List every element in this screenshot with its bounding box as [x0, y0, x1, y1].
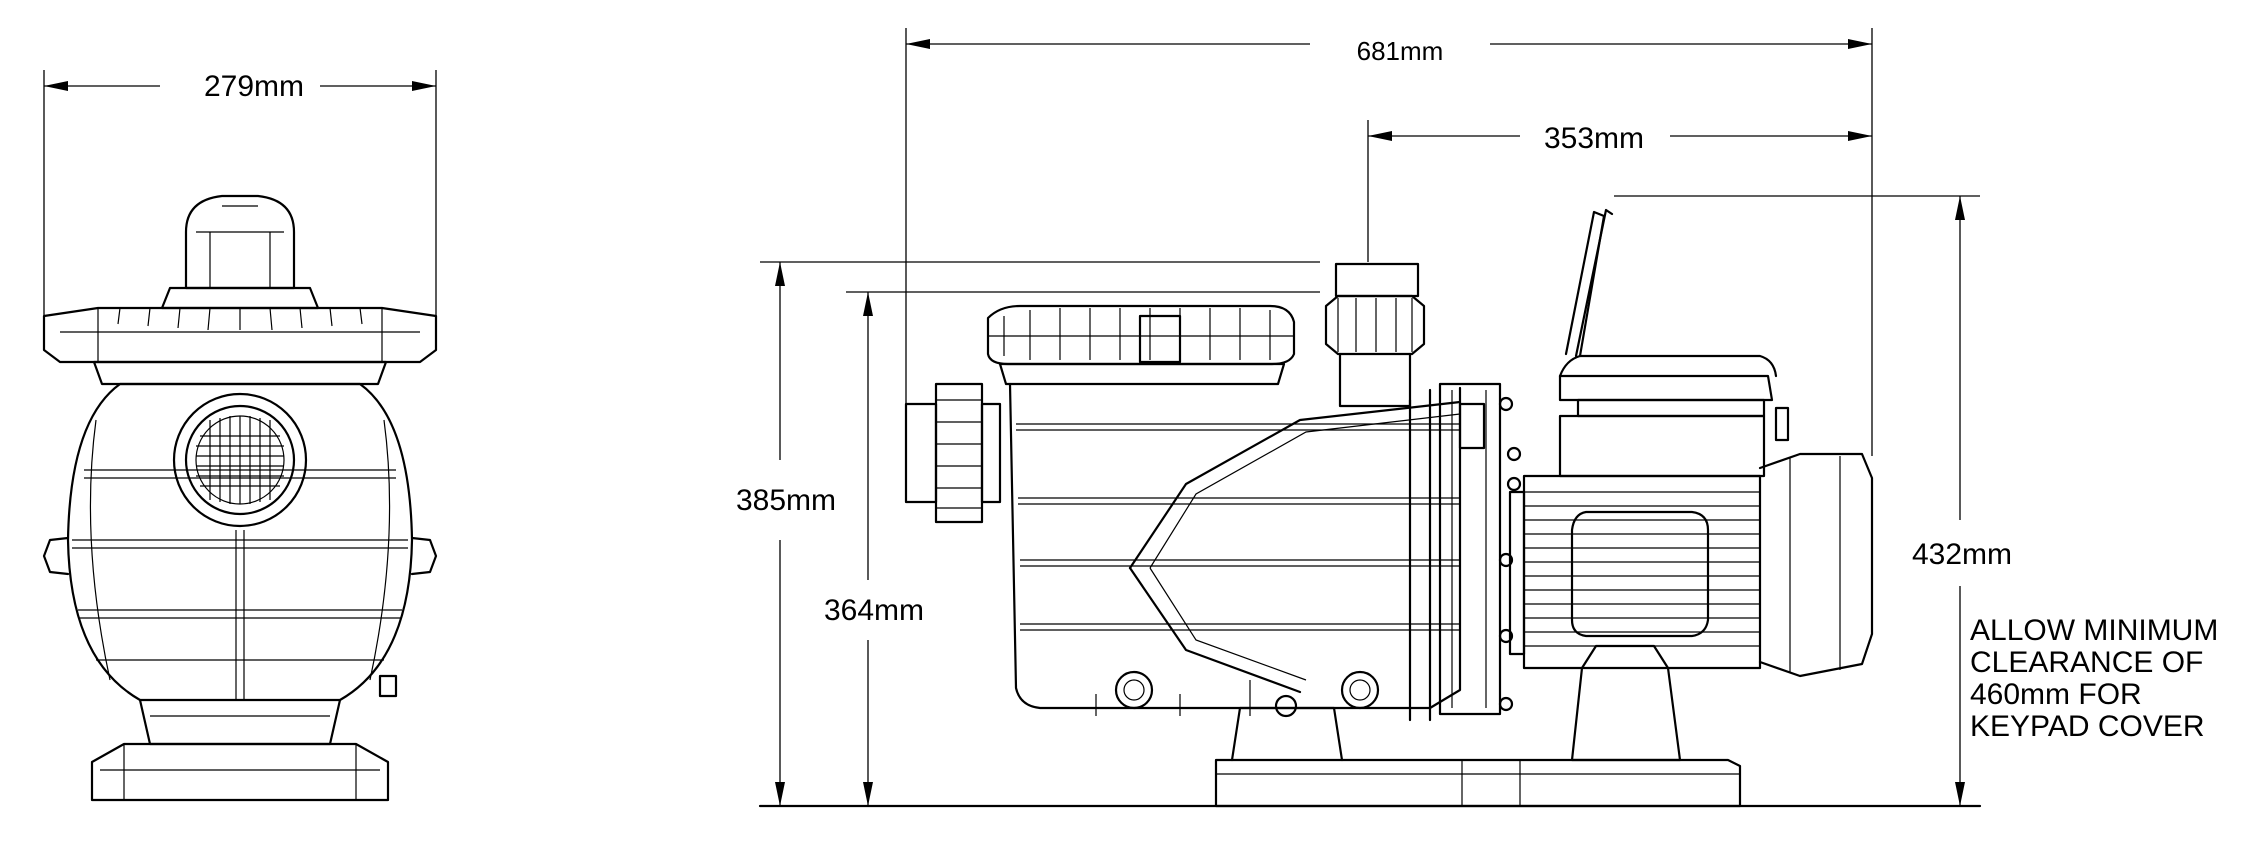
note-line-2: CLEARANCE OF [1970, 646, 2203, 679]
note-line-1: ALLOW MINIMUM [1970, 614, 2218, 647]
dim-overall-length-label: 681mm [1357, 36, 1444, 66]
side-view [758, 28, 1982, 808]
front-view [42, 70, 438, 802]
dim-overall-height-label: 432mm [1912, 538, 2012, 571]
dim-front-width-label: 279mm [204, 70, 304, 103]
dim-inlet-center-height-label: 364mm [824, 594, 924, 627]
note-line-3: 460mm FOR [1970, 678, 2142, 711]
dim-inlet-height-label: 385mm [736, 484, 836, 517]
dim-motor-length-label: 353mm [1544, 122, 1644, 155]
clearance-note: ALLOW MINIMUM CLEARANCE OF 460mm FOR KEY… [1970, 614, 2218, 743]
note-line-4: KEYPAD COVER [1970, 710, 2205, 743]
